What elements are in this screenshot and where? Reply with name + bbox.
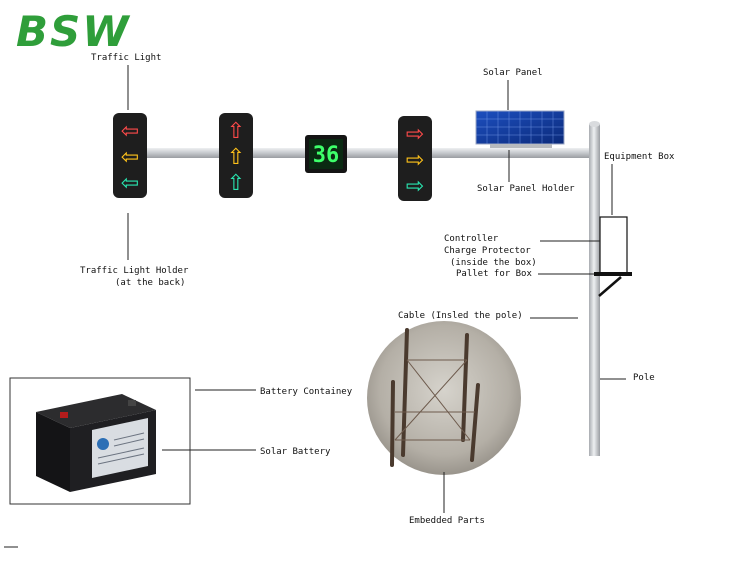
traffic-light-middle: ⇧ ⇧ ⇧ [219,113,253,198]
traffic-light-left: ⇦ ⇦ ⇦ [113,113,147,198]
solar-panel [475,110,565,148]
traffic-light-label: Traffic Light [91,53,162,63]
cable-label: Cable (Insled the pole) [398,311,523,321]
arrow-up-green-icon: ⇧ [227,171,245,196]
arrow-up-red-icon: ⇧ [227,119,245,144]
arrow-left-yellow-icon: ⇦ [121,145,139,170]
traffic-light-holder-sublabel: (at the back) [115,278,186,288]
controller-label: Controller [444,234,499,244]
solar-panel-label: Solar Panel [483,68,543,78]
brand-logo: BSW [16,7,131,56]
traffic-light-holder-label: Traffic Light Holder [80,266,189,276]
countdown-value: 36 [313,143,340,168]
charge-protector-label: Charge Protector [444,246,531,256]
equipment-box [599,216,628,275]
pallet [594,272,632,276]
arrow-up-yellow-icon: ⇧ [227,145,245,170]
arrow-left-green-icon: ⇦ [121,171,139,196]
pole [589,124,600,456]
solar-battery-image [36,394,156,492]
traffic-light-right: ⇨ ⇨ ⇨ [398,116,432,201]
leader-lines [127,65,626,513]
pallet-brace [598,276,622,297]
solar-battery-label: Solar Battery [260,447,331,457]
inside-box-label: (inside the box) [450,258,537,268]
equipment-box-label: Equipment Box [604,152,675,162]
arrow-left-red-icon: ⇦ [121,119,139,144]
pole-cap [589,121,600,127]
solar-panel-holder-bracket [490,144,552,148]
arm [140,148,598,158]
solar-panel-holder-label: Solar Panel Holder [477,184,575,194]
countdown-display: 36 [305,135,347,173]
arrow-right-red-icon: ⇨ [406,122,424,147]
pole-label: Pole [633,373,655,383]
arrow-right-green-icon: ⇨ [406,174,424,199]
arrow-right-yellow-icon: ⇨ [406,148,424,173]
battery-container-label: Battery Containey [260,387,353,397]
embedded-parts-photo [367,321,521,475]
embedded-parts-label: Embedded Parts [409,516,485,526]
pallet-label: Pallet for Box [456,269,532,279]
